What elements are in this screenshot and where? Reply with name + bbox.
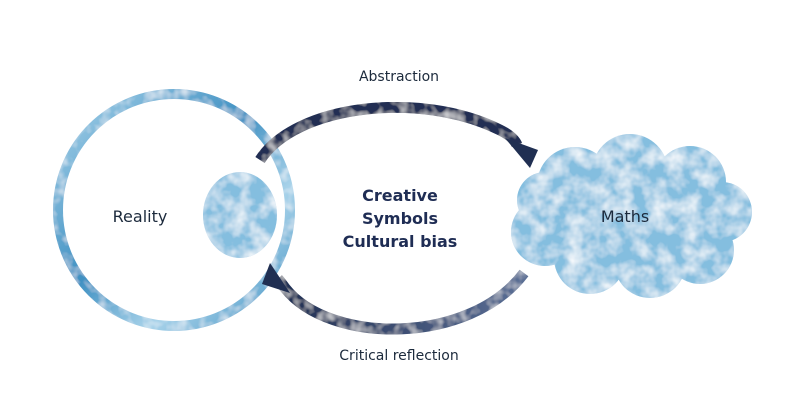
center-text-block: Creative Symbols Cultural bias	[343, 184, 458, 253]
center-line-cultural-bias: Cultural bias	[342, 232, 458, 251]
center-line-creative: Creative	[362, 186, 438, 205]
critical-reflection-label: Critical reflection	[339, 348, 459, 364]
abstraction-arrowhead	[505, 138, 538, 168]
maths-cloud	[511, 134, 752, 298]
abstraction-label: Abstraction	[358, 69, 440, 85]
critical-reflection-arrow	[274, 269, 529, 335]
maths-label: Maths	[600, 207, 650, 226]
center-line-symbols: Symbols	[361, 209, 439, 228]
critical-reflection-arrowhead	[262, 263, 290, 293]
reality-inner-blob	[203, 172, 277, 258]
abstraction-arrow	[255, 102, 523, 164]
reality-ring	[53, 89, 295, 331]
reality-label: Reality	[112, 207, 168, 226]
